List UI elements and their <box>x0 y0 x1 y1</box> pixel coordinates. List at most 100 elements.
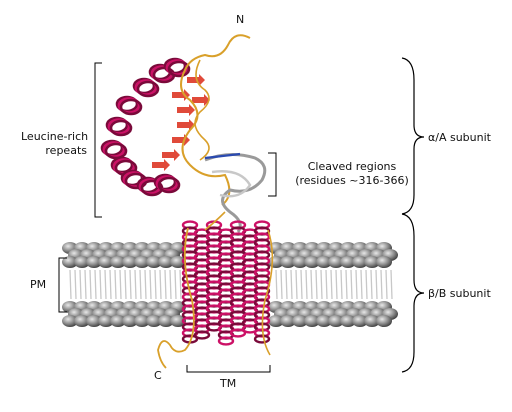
alpha-subunit-label: α/A subunit <box>428 131 491 144</box>
lipid-tail <box>139 269 142 300</box>
lipid-head <box>62 256 78 268</box>
lipid-tail <box>129 269 132 300</box>
lipid-head <box>280 315 296 327</box>
lipid-tail <box>335 269 338 300</box>
lipid-head <box>86 315 102 327</box>
lipid-tail <box>320 269 323 300</box>
lipid-head <box>158 256 174 268</box>
lipid-tail <box>360 269 363 300</box>
lipid-tail <box>79 269 82 300</box>
lrr-helix-turn <box>163 57 187 75</box>
lipid-tail <box>144 269 147 300</box>
tm-helix-turn <box>229 328 247 338</box>
lipid-tail <box>385 269 388 300</box>
lipid-tail <box>104 269 107 300</box>
lipid-tail <box>174 269 177 300</box>
cleaved-region-structure <box>204 152 267 233</box>
lipid-head <box>146 256 162 268</box>
lrr-helix-turn <box>119 98 143 116</box>
lrr-beta-strand <box>152 159 170 171</box>
lipid-head <box>340 256 356 268</box>
lipid-tail <box>275 269 278 300</box>
lipid-tail <box>179 269 182 300</box>
lipid-head <box>170 315 186 327</box>
cleaved-blue-strand <box>204 152 241 160</box>
lipid-tail <box>290 269 293 300</box>
lrr-helix-turn <box>155 175 179 192</box>
lipid-tail <box>280 269 283 300</box>
lipid-tail <box>69 269 72 300</box>
lipid-head <box>280 256 296 268</box>
lipid-tail <box>84 269 87 300</box>
leucine-rich-repeat-domain <box>100 34 251 206</box>
lrr-beta-strand <box>177 104 195 116</box>
lipid-tail <box>159 269 162 300</box>
tm-label: TM <box>220 377 237 390</box>
lipid-tail <box>164 269 167 300</box>
lrr-helix-turn <box>100 139 124 157</box>
pm-label: PM <box>30 278 47 291</box>
lipid-head <box>98 315 114 327</box>
tm-helix-turn <box>193 330 211 340</box>
lrr-helix-turn <box>153 173 177 191</box>
lipid-tail <box>330 269 333 300</box>
lipid-tail <box>154 269 157 300</box>
lipid-head <box>328 256 344 268</box>
lipid-tail <box>370 269 373 300</box>
lrr-helix-turn <box>132 77 156 95</box>
lipid-tail <box>109 269 112 300</box>
lipid-head <box>364 315 380 327</box>
lipid-head <box>268 315 284 327</box>
lipid-tail <box>285 269 288 300</box>
c-terminus-label: C <box>154 369 162 382</box>
tm-right-coil <box>261 229 274 356</box>
lipid-tail <box>74 269 77 300</box>
cleaved-regions-label-line2: (residues ~316-366) <box>295 174 409 187</box>
lipid-tail <box>94 269 97 300</box>
lipid-tail <box>375 269 378 300</box>
lipid-head <box>62 315 78 327</box>
lipid-head <box>292 315 308 327</box>
lipid-head <box>340 315 356 327</box>
lipid-tail <box>305 269 308 300</box>
protein-coils <box>157 211 274 369</box>
lrr-beta-strand <box>177 119 195 131</box>
lipid-tail <box>89 269 92 300</box>
leucine-rich-bracket <box>94 62 102 218</box>
lrr-beta-strand <box>162 149 180 161</box>
lipid-head <box>170 256 186 268</box>
lipid-tail <box>340 269 343 300</box>
pm-bracket <box>58 257 67 313</box>
lipid-tail <box>124 269 127 300</box>
linker-coil <box>204 211 226 231</box>
lipid-tail <box>169 269 172 300</box>
c-terminal-coil <box>157 227 195 369</box>
lipid-tail <box>99 269 102 300</box>
lipid-head <box>376 256 392 268</box>
leucine-rich-label-line2: repeats <box>45 144 87 157</box>
lrr-coil <box>180 34 251 206</box>
lipid-head <box>364 256 380 268</box>
lipid-head <box>134 315 150 327</box>
plasma-membrane-bilayer <box>62 242 398 327</box>
lipid-head <box>74 315 90 327</box>
lipid-head <box>352 256 368 268</box>
lrr-coil-inner <box>194 59 210 161</box>
tm-helix-turn <box>217 336 235 346</box>
lipid-tail <box>380 269 383 300</box>
beta-subunit-brace <box>401 213 425 373</box>
lipid-head <box>146 315 162 327</box>
cleaved-loop <box>204 153 267 233</box>
lrr-helix-turn <box>134 79 158 96</box>
lrr-helix-turn <box>136 80 160 98</box>
lipid-tail <box>315 269 318 300</box>
lipid-tail <box>355 269 358 300</box>
lrr-helix-turn <box>102 141 126 158</box>
tm-helix-turn <box>253 334 271 344</box>
lipid-head <box>376 315 392 327</box>
lipid-head <box>110 256 126 268</box>
lipid-tail <box>345 269 348 300</box>
lipid-head <box>86 256 102 268</box>
lipid-tail <box>310 269 313 300</box>
